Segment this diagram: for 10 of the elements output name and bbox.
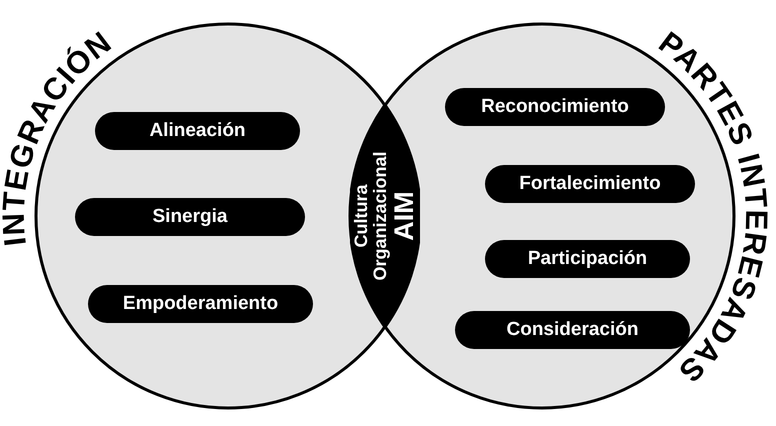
overlap-region	[350, 105, 420, 327]
term-pill: Participación	[485, 240, 690, 278]
term-pill: Empoderamiento	[88, 285, 313, 323]
term-pill: Alineación	[95, 112, 300, 150]
overlap-acronym: AIM	[390, 191, 418, 241]
overlap-title: Cultura Organizacional	[352, 150, 390, 283]
term-pill: Fortalecimiento	[485, 165, 695, 203]
term-pill: Sinergia	[75, 198, 305, 236]
term-pill: Reconocimiento	[445, 88, 665, 126]
term-pill: Consideración	[455, 311, 690, 349]
